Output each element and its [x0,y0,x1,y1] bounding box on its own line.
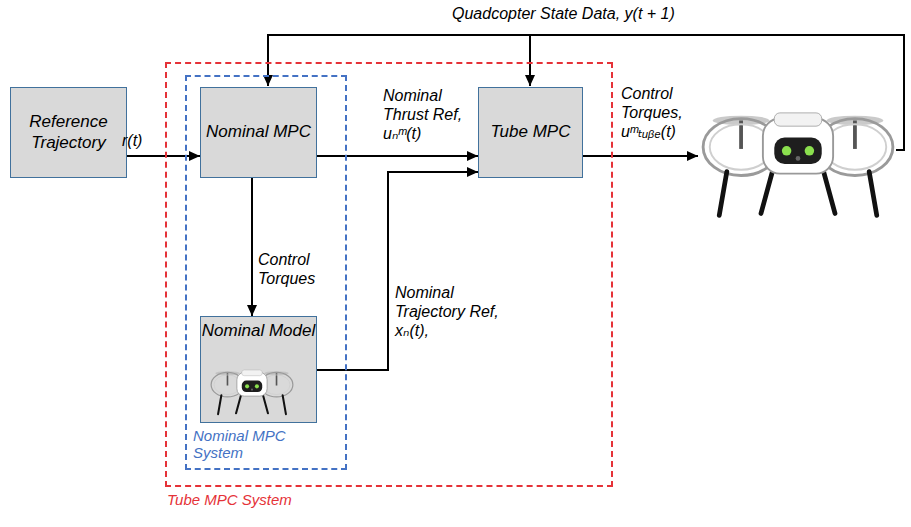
signal-label: Nominal Trajectory Ref, xₙ(t), [395,283,520,341]
box-label: Reference Trajectory [11,112,126,153]
connector-arrow [127,155,200,157]
region-title: Tube MPC System [167,491,367,508]
process-box: Nominal MPC [200,87,317,178]
box-label: Nominal MPC [206,122,311,142]
region-label-holder: Nominal MPC System [193,427,305,462]
label-holder: r(t) [122,131,182,150]
region-label-holder: Tube MPC System [167,491,367,508]
box-label: Nominal Model [202,321,315,341]
region-title: Nominal MPC System [193,427,305,462]
label-holder: Quadcopter State Data, y(t + 1) [452,4,752,23]
box-label: Tube MPC [491,122,571,142]
signal-label: Nominal Thrust Ref, uₙᵐ(t) [383,86,475,144]
process-box: Nominal Model [200,316,317,423]
label-holder: Control Torques, uᵐₜᵤᵦₑ(t) [621,84,711,142]
signal-label: r(t) [122,131,182,150]
control-wire [583,155,698,157]
connector-arrow [251,178,253,316]
process-box: Tube MPC [478,87,583,178]
label-holder: Control Torques [258,250,338,288]
signal-label: Quadcopter State Data, y(t + 1) [452,4,752,23]
feedback-wire [268,35,904,150]
quadcopter-illustration [703,113,893,215]
label-holder: Nominal Trajectory Ref, xₙ(t), [395,283,520,341]
feedback-wire [529,35,531,86]
connector-arrow [317,155,478,157]
signal-label: Control Torques [258,250,338,288]
signal-label: Control Torques, uᵐₜᵤᵦₑ(t) [621,84,711,142]
label-holder: Nominal Thrust Ref, uₙᵐ(t) [383,86,475,144]
connector-arrow [317,172,478,370]
process-box: Reference Trajectory [10,87,127,178]
quadcopter-illustration [209,361,295,417]
